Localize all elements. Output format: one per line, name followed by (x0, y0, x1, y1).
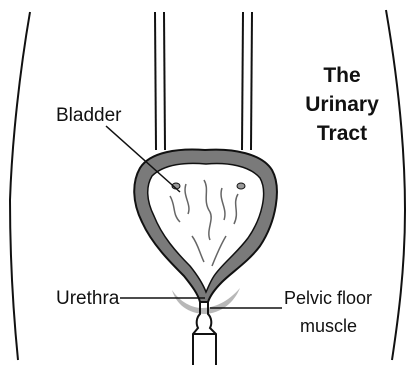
title-line-3: Tract (317, 122, 367, 145)
body-outline-left (10, 12, 30, 360)
bladder-label: Bladder (56, 105, 122, 126)
urethra-label: Urethra (56, 288, 120, 309)
pelvic-floor-label-line2: muscle (300, 316, 357, 336)
left-ureter (155, 12, 165, 150)
body-outline-right (386, 10, 405, 360)
title-line-1: The (323, 64, 360, 87)
pelvic-floor-label-line1: Pelvic floor (284, 288, 372, 308)
title-line-2: Urinary (305, 93, 379, 116)
right-ureter (242, 12, 252, 150)
